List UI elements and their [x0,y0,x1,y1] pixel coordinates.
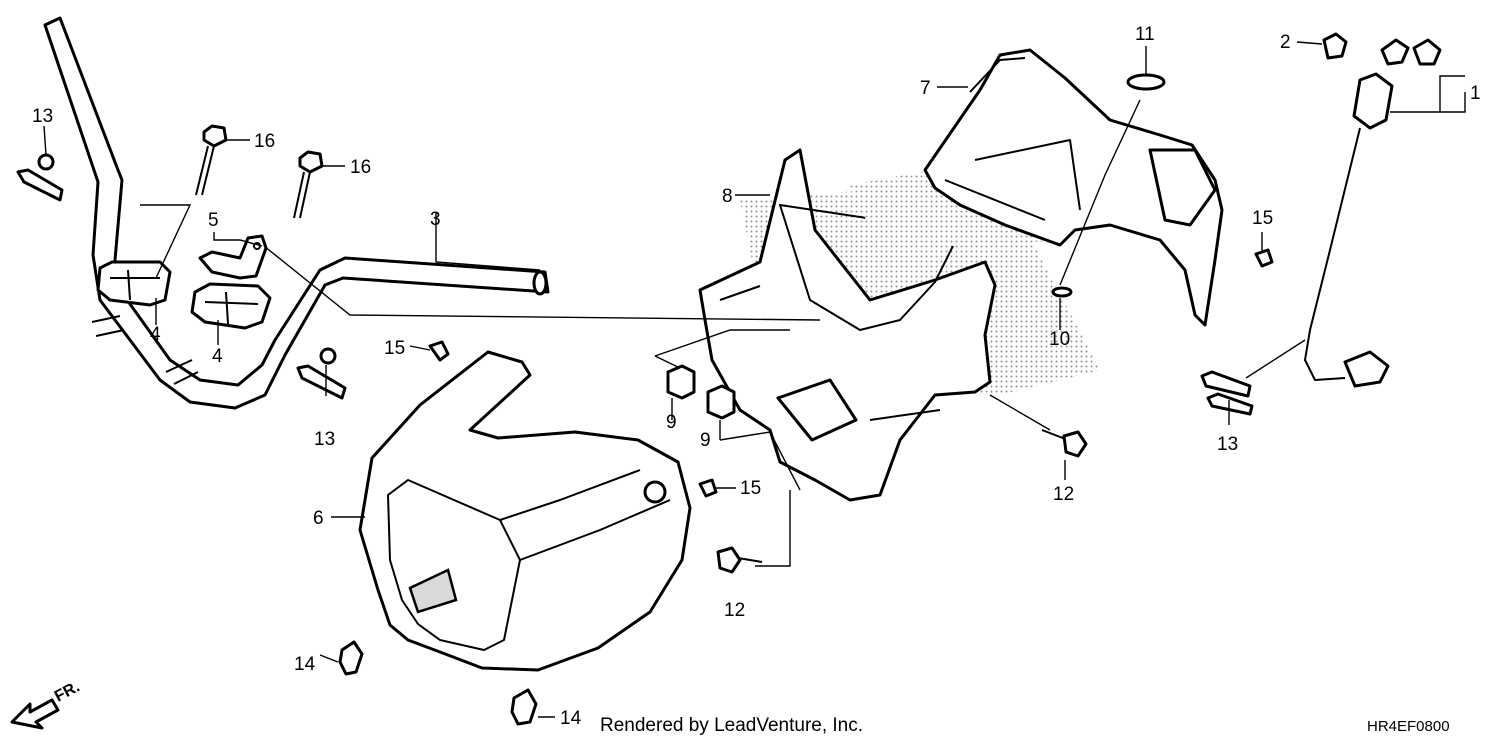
screw-15-upper [428,340,450,362]
trim-clip-14-left [338,640,364,676]
lower-cover [358,350,692,672]
callout-9-lower: 9 [700,430,711,451]
callout-14-left: 14 [294,654,316,675]
front-direction-marker: FR. [10,678,83,730]
callout-15-upper: 15 [384,338,405,359]
callout-4-right: 4 [212,346,223,367]
handlebar-holder-right [190,282,272,330]
handlebar [43,16,550,410]
callout-7: 7 [920,78,931,99]
socket-cap [1322,32,1348,60]
callout-10: 10 [1049,329,1070,350]
screw-15-mid [698,478,718,498]
callout-8: 8 [722,186,733,207]
callout-15-mid: 15 [740,478,761,499]
callout-13-left: 13 [32,106,53,127]
upper-cover [850,48,1224,327]
callout-9-upper: 9 [666,412,677,433]
callout-6: 6 [313,508,324,529]
collar-upper [666,364,696,400]
diagram-code: HR4EF0800 [1367,718,1450,735]
callout-14-lower: 14 [560,708,582,729]
callout-13-right: 13 [1217,434,1238,455]
leader-lines [43,41,1466,718]
callout-13-mid: 13 [314,429,335,450]
grommet-10 [1051,286,1073,298]
screw-15-right [1254,248,1274,268]
handlebar-holder-left [96,260,172,307]
trim-clip-14-lower [510,688,538,726]
callout-4-left: 4 [150,324,161,345]
band-clip-right [1200,370,1254,416]
callout-16-left: 16 [254,131,275,152]
callout-11: 11 [1135,24,1155,45]
bracket [198,234,268,280]
collar-lower [706,384,736,420]
bolt-16-left [195,124,228,196]
callout-3: 3 [430,209,441,230]
bolt-12-right [1041,429,1088,458]
socket-harness [1304,38,1442,388]
callout-12-right: 12 [1053,484,1074,505]
bolt-16-right [293,150,324,219]
grommet-11 [1126,73,1166,91]
bolt-12-lower [716,546,763,574]
front-arrow-icon [10,698,60,730]
callout-15-right: 15 [1252,208,1273,229]
callout-labels: 1 2 3 4 4 5 6 7 8 9 9 10 11 12 12 13 13 … [32,24,1481,729]
callout-16-right: 16 [350,157,371,178]
front-marker-label: FR. [52,678,83,705]
callout-1: 1 [1470,83,1481,104]
callout-12-lower: 12 [724,600,745,621]
band-clip-left [16,153,64,202]
render-credit: Rendered by LeadVenture, Inc. [600,715,863,736]
callout-2: 2 [1280,32,1291,53]
band-clip-mid [296,347,347,400]
callout-5: 5 [208,210,219,231]
